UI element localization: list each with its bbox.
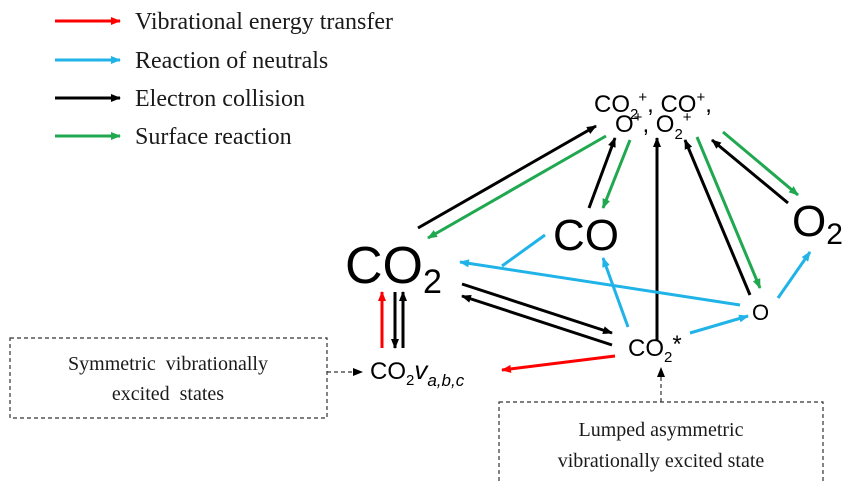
symmetric-line1: Symmetric vibrationally bbox=[68, 353, 268, 375]
arrow-o-to-ions-electron bbox=[683, 139, 752, 296]
node-ions-line2: O+, O2+ bbox=[615, 109, 692, 143]
arrow-ions-to-o-surface bbox=[695, 136, 762, 289]
legend-item-surface: Surface reaction bbox=[55, 124, 292, 150]
annotation-symmetric: Symmetric vibrationally excited states bbox=[9, 337, 363, 419]
legend-label-surface: Surface reaction bbox=[135, 124, 292, 150]
legend: Vibrational energy transfer Reaction of … bbox=[55, 9, 393, 150]
arrow-co2star-to-co2v-vibrational bbox=[501, 354, 616, 373]
symmetric-line2: excited states bbox=[112, 383, 224, 405]
species-nodes: CO2+, CO+, O+, O2+ CO2 CO O2 O CO2* CO2v… bbox=[345, 89, 842, 390]
arrow-o2-to-ions-electron bbox=[711, 138, 789, 205]
reaction-arrows bbox=[378, 124, 812, 373]
arrow-co2-to-ions-electron bbox=[417, 124, 597, 230]
legend-label-neutrals: Reaction of neutrals bbox=[135, 48, 328, 74]
legend-label-electron: Electron collision bbox=[135, 86, 305, 112]
symmetric-box bbox=[9, 337, 328, 419]
node-co2: CO2 bbox=[345, 237, 442, 301]
arrow-o-to-co2-neutrals bbox=[459, 259, 741, 307]
lumped-line1: Lumped asymmetric bbox=[579, 419, 744, 441]
node-o2: O2 bbox=[792, 197, 842, 251]
legend-item-neutrals: Reaction of neutrals bbox=[55, 48, 328, 74]
lumped-line2: vibrationally excited state bbox=[558, 450, 765, 472]
arrow-ions-to-o2-surface bbox=[722, 130, 799, 197]
arrow-co-join-neutrals bbox=[501, 233, 546, 268]
arrow-co-to-ions-electron bbox=[587, 137, 617, 209]
node-co2-v: CO2va,b,c bbox=[370, 355, 465, 390]
arrow-ions-to-co2-surface bbox=[427, 134, 607, 240]
arrow-co2star-to-co-neutrals bbox=[601, 257, 630, 328]
arrow-ions-to-co-surface bbox=[601, 139, 632, 209]
legend-item-vibrational: Vibrational energy transfer bbox=[55, 9, 393, 35]
node-co: CO bbox=[553, 211, 619, 260]
node-o: O bbox=[752, 300, 769, 325]
arrow-co2star-to-o-neutrals bbox=[689, 314, 749, 335]
arrow-co2-to-co2star-electron bbox=[461, 282, 613, 335]
node-ions-line1: CO2+, CO+, bbox=[594, 89, 712, 123]
annotation-lumped: Lumped asymmetric vibrationally excited … bbox=[498, 367, 824, 481]
arrow-co2star-to-co2-electron bbox=[461, 294, 613, 347]
node-co2-star: CO2* bbox=[628, 331, 682, 366]
arrow-o-to-o2-neutrals bbox=[776, 251, 812, 299]
legend-item-electron: Electron collision bbox=[55, 86, 305, 112]
legend-label-vibrational: Vibrational energy transfer bbox=[135, 9, 393, 35]
